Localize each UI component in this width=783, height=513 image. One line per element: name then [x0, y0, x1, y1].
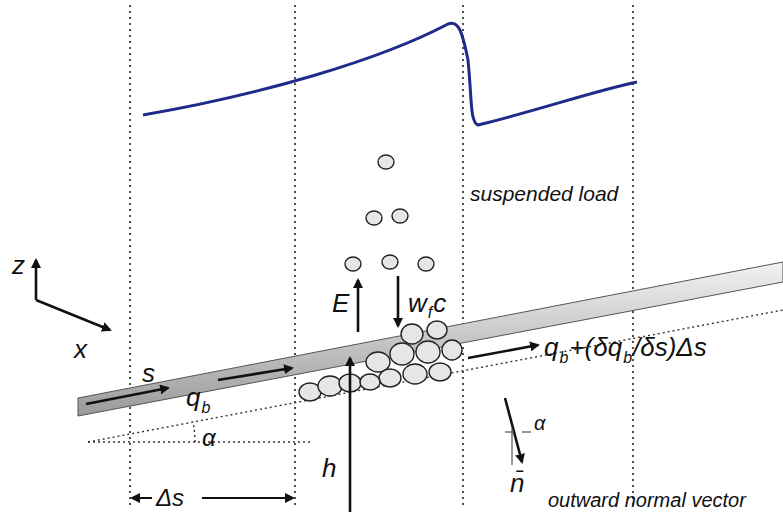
- axis-label: z: [12, 252, 25, 278]
- vector-label: n̄: [510, 470, 524, 496]
- angle-label: α: [202, 426, 216, 450]
- flux-symbol: c: [433, 290, 446, 316]
- flux-symbol: +(δq: [569, 334, 622, 360]
- coordinate-label: s: [142, 360, 155, 386]
- dimension-label: h: [322, 455, 336, 481]
- flux-symbol: /δs)Δs: [633, 334, 707, 360]
- region-label: suspended load: [470, 183, 618, 204]
- flux-symbol: E: [332, 290, 349, 316]
- subscript: b: [201, 400, 210, 416]
- flux-symbol: q: [186, 384, 200, 410]
- axis-label: x: [74, 336, 87, 362]
- flux-symbol: q: [544, 334, 558, 360]
- dimension-label: Δs: [156, 486, 184, 510]
- angle-label: α: [534, 413, 545, 433]
- vector-label: outward normal vector: [548, 490, 746, 510]
- subscript: b: [623, 350, 632, 366]
- flux-symbol: w: [408, 290, 427, 316]
- subscript: f: [428, 305, 432, 321]
- subscript: b: [559, 350, 568, 366]
